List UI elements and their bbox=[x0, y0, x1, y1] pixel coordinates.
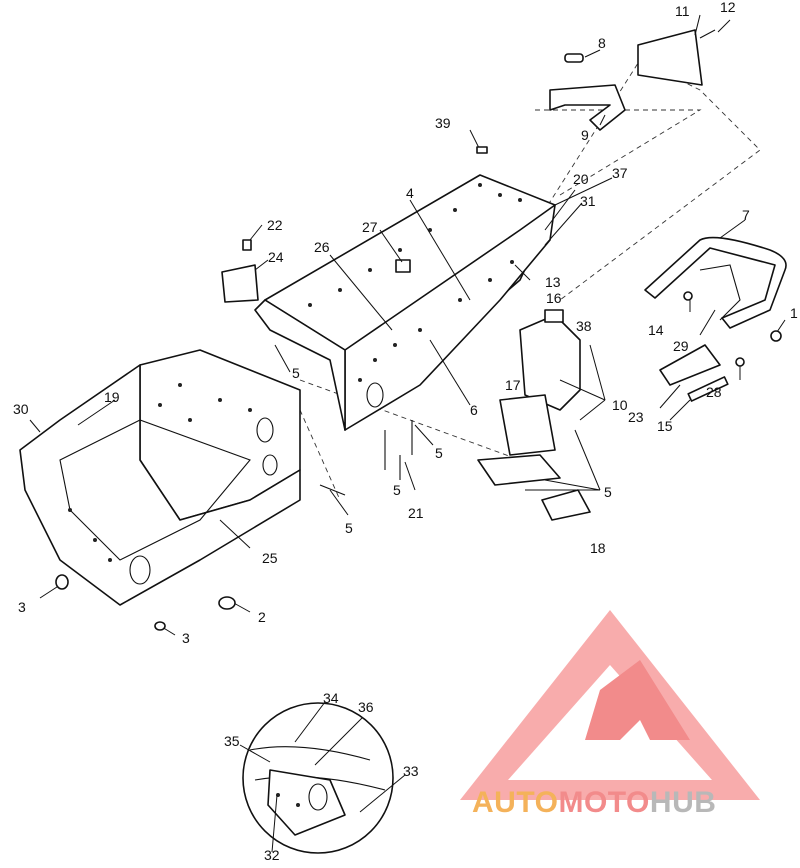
bolt-28 bbox=[735, 357, 745, 367]
callout-3b: 3 bbox=[182, 630, 190, 646]
fastener-22 bbox=[242, 239, 252, 251]
logo-m-shape bbox=[585, 660, 690, 740]
logo-text-hub: HUB bbox=[650, 786, 717, 819]
plug-3b bbox=[154, 621, 166, 631]
callout-7: 7 bbox=[742, 207, 750, 223]
callout-22: 22 bbox=[267, 217, 283, 233]
callout-5a: 5 bbox=[292, 365, 300, 381]
plate-8 bbox=[564, 53, 584, 63]
callout-10: 10 bbox=[612, 397, 628, 413]
tunnel-frame bbox=[254, 174, 556, 431]
callout-6: 6 bbox=[470, 402, 478, 418]
callout-16: 16 bbox=[546, 290, 562, 306]
automotohub-logo: AUTOMOTOHUB bbox=[460, 610, 760, 819]
fasteners bbox=[55, 29, 782, 631]
center-bracket-27 bbox=[395, 259, 411, 273]
logo-text-moto: MOTO bbox=[558, 786, 649, 819]
callout-9: 9 bbox=[581, 127, 589, 143]
flap-11 bbox=[637, 29, 703, 86]
callout-38: 38 bbox=[576, 318, 592, 334]
front-bulkhead bbox=[19, 349, 301, 606]
tunnel-holes bbox=[308, 183, 522, 382]
fastener-39 bbox=[476, 146, 488, 154]
callout-13: 13 bbox=[545, 274, 561, 290]
bracket-23 bbox=[659, 344, 721, 386]
plate-17 bbox=[499, 394, 556, 456]
callout-8: 8 bbox=[598, 35, 606, 51]
plug-3a bbox=[55, 574, 69, 590]
callout-39: 39 bbox=[435, 115, 451, 131]
callout-27: 27 bbox=[362, 219, 378, 235]
callout-21: 21 bbox=[408, 505, 424, 521]
callout-11: 11 bbox=[675, 3, 690, 19]
callout-26: 26 bbox=[314, 239, 330, 255]
callout-2: 2 bbox=[258, 609, 266, 625]
callout-35: 35 bbox=[224, 733, 240, 749]
plate-18 bbox=[541, 489, 591, 521]
callout-3a: 3 bbox=[18, 599, 26, 615]
callout-23: 23 bbox=[628, 409, 644, 425]
bracket-9 bbox=[549, 84, 626, 131]
callouts: 1 2 3 3 4 5 5 5 5 5 6 7 8 9 10 11 12 13 … bbox=[13, 0, 798, 863]
callout-25: 25 bbox=[262, 550, 278, 566]
rear-bumper bbox=[644, 236, 787, 329]
callout-36: 36 bbox=[358, 699, 374, 715]
callout-24: 24 bbox=[268, 249, 284, 265]
svg-text:AUTOMOTOHUB: AUTOMOTOHUB bbox=[472, 786, 716, 819]
callout-34: 34 bbox=[323, 690, 339, 706]
right-side-parts bbox=[221, 264, 729, 521]
callout-12: 12 bbox=[720, 0, 736, 15]
callout-31: 31 bbox=[580, 193, 596, 209]
callout-5c: 5 bbox=[393, 482, 401, 498]
callout-4: 4 bbox=[406, 185, 414, 201]
leader-lines bbox=[29, 14, 786, 636]
callout-15: 15 bbox=[657, 418, 673, 434]
callout-18: 18 bbox=[590, 540, 606, 556]
plug-2 bbox=[218, 596, 236, 610]
callout-1: 1 bbox=[790, 305, 798, 321]
callout-20: 20 bbox=[573, 171, 589, 187]
logo-text-auto: AUTO bbox=[472, 786, 558, 819]
callout-14: 14 bbox=[648, 322, 664, 338]
callout-32: 32 bbox=[264, 847, 280, 863]
callout-33: 33 bbox=[403, 763, 419, 779]
cover-16 bbox=[519, 314, 581, 411]
rear-flap-assembly bbox=[549, 29, 703, 131]
callout-5b: 5 bbox=[345, 520, 353, 536]
callout-37: 37 bbox=[612, 165, 628, 181]
callout-19: 19 bbox=[104, 389, 120, 405]
nut-1 bbox=[770, 330, 782, 342]
screw-12 bbox=[699, 29, 716, 39]
callout-17: 17 bbox=[505, 377, 521, 393]
bolt-14 bbox=[683, 291, 693, 301]
callout-29: 29 bbox=[673, 338, 689, 354]
callout-28: 28 bbox=[706, 384, 722, 400]
callout-5d: 5 bbox=[435, 445, 443, 461]
callout-5e: 5 bbox=[604, 484, 612, 500]
bracket-lower bbox=[477, 454, 561, 486]
pin-15 bbox=[687, 376, 729, 402]
bolt-5c bbox=[319, 484, 346, 496]
detail-circle bbox=[239, 701, 406, 854]
callout-30: 30 bbox=[13, 401, 29, 417]
bracket-24 bbox=[221, 264, 259, 303]
block-38 bbox=[544, 309, 564, 323]
